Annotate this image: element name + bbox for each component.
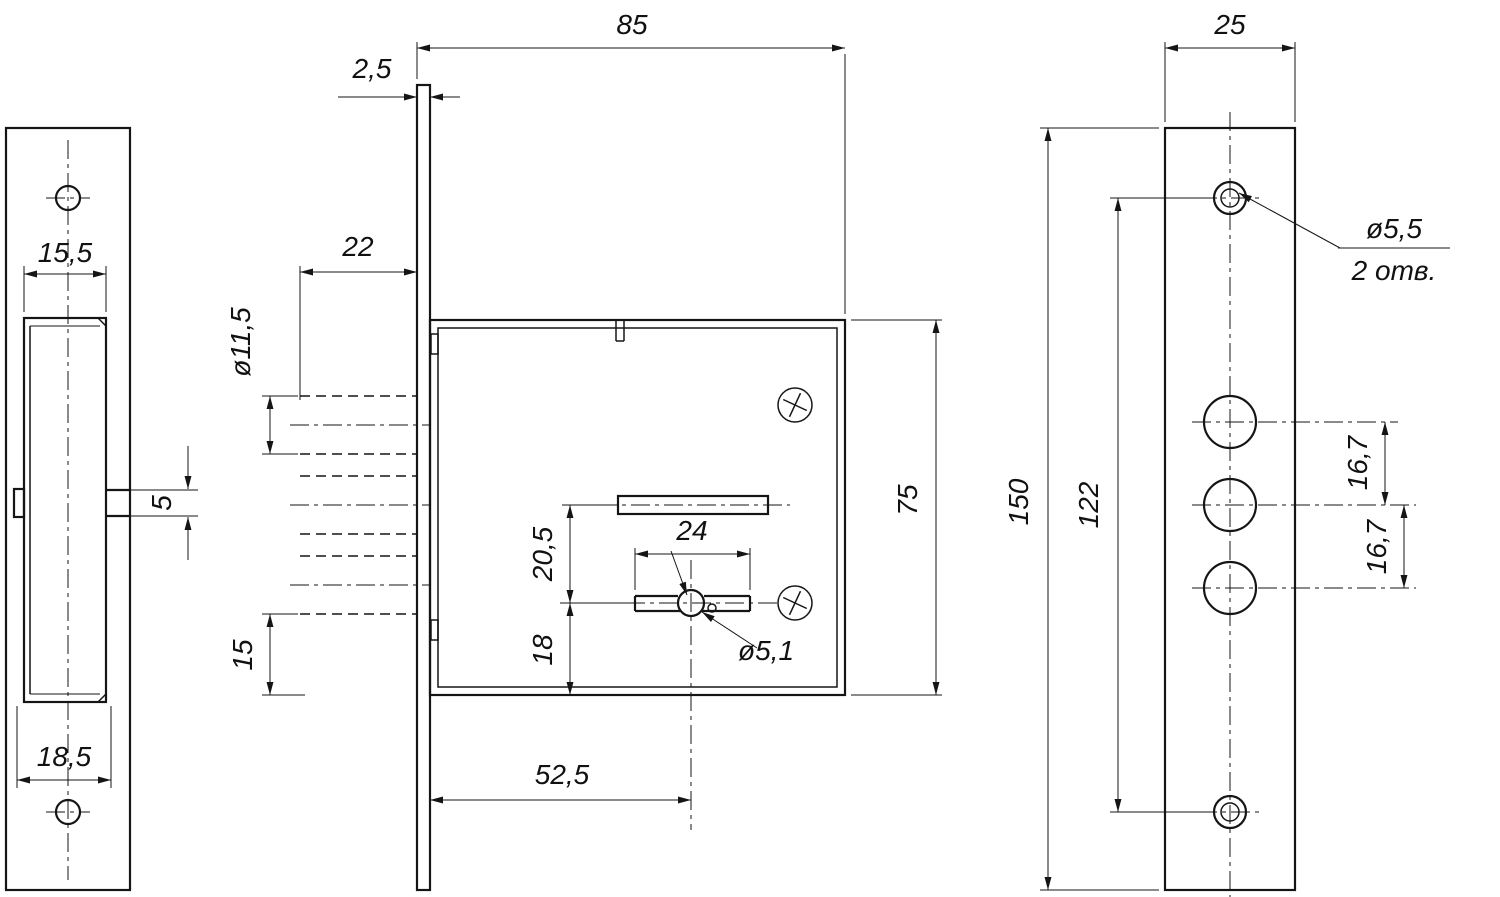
dim-backset: 52,5 — [430, 759, 691, 804]
keyhole-pointer — [670, 550, 688, 596]
view-strike-box: 15,5 18,5 5 — [4, 126, 198, 892]
faceplate-bolt-holes — [1192, 394, 1416, 616]
strike-pocket — [12, 316, 130, 704]
lock-cover-outline — [437, 327, 838, 688]
dim-label-24: 24 — [675, 515, 707, 546]
dim-faceplate-height: 150 — [1003, 127, 1159, 891]
dim-body-height: 75 — [851, 319, 942, 696]
dim-key-hole-diameter: ø5,1 — [701, 611, 794, 666]
dim-label-2-otv: 2 отв. — [1351, 255, 1437, 286]
body-top-notch — [615, 320, 625, 342]
lock-faceplate-edge — [415, 83, 432, 892]
dim-body-width: 85 — [416, 9, 846, 314]
dim-label-5: 5 — [146, 495, 177, 511]
dim-label-15-5: 15,5 — [38, 237, 93, 268]
dim-label-22: 22 — [341, 231, 374, 262]
dim-label-18-5: 18,5 — [37, 741, 92, 772]
dim-label-25: 25 — [1213, 9, 1246, 40]
dim-keyway-offset: 20,5 — [527, 504, 630, 604]
keyhole-circle — [676, 588, 706, 618]
view-faceplate: 25 150 122 16,7 16,7 ø5,5 — [1003, 9, 1450, 897]
dim-label-18: 18 — [527, 634, 558, 666]
body-clip-top — [430, 333, 439, 355]
screw-bottom — [777, 585, 813, 621]
strike-tab — [12, 487, 26, 519]
dim-faceplate-thickness: 2,5 — [338, 53, 460, 101]
dim-key-bottom-offset: 18 — [527, 603, 574, 695]
dim-strike-tab: 5 — [130, 446, 198, 560]
dim-bolt-spacing-lower: 16,7 — [1361, 505, 1408, 588]
dim-bolt-diameter: ø11,5 — [225, 307, 298, 455]
dim-keyway-width: 24 — [634, 515, 751, 596]
bolts-hidden — [290, 395, 430, 615]
dim-bolt-spacing-upper: 16,7 — [1342, 422, 1389, 505]
dim-label-5-5: ø5,5 — [1366, 213, 1422, 244]
strike-plate-outline — [4, 126, 132, 892]
body-clip-bottom — [430, 619, 439, 641]
dim-label-16-7-upper: 16,7 — [1342, 434, 1373, 490]
dim-label-20-5: 20,5 — [527, 526, 558, 582]
dim-label-11-5: ø11,5 — [225, 307, 256, 377]
dim-strike-width-top: 15,5 — [23, 237, 107, 312]
dim-bolt-throw: 22 — [299, 231, 417, 400]
dim-screw-hole-callout: ø5,5 2 отв. — [1238, 192, 1450, 286]
dim-screw-spacing: 122 — [1073, 197, 1208, 813]
dim-label-85: 85 — [616, 9, 648, 40]
dim-strike-width-bottom: 18,5 — [16, 706, 112, 788]
dim-label-2-5: 2,5 — [352, 53, 392, 84]
faceplate-bottom-hole — [1198, 794, 1262, 830]
dim-label-150: 150 — [1003, 478, 1034, 525]
dim-label-52-5: 52,5 — [535, 759, 590, 790]
view-lock-body: 85 2,5 22 ø11,5 15 — [225, 9, 942, 892]
dim-label-15: 15 — [227, 639, 258, 671]
dim-label-16-7-lower: 16,7 — [1361, 518, 1392, 574]
screw-top — [777, 387, 813, 423]
dim-faceplate-width: 25 — [1164, 9, 1296, 122]
keyhole — [560, 560, 780, 830]
lock-body-outline — [428, 318, 847, 697]
dim-label-75: 75 — [892, 484, 923, 516]
dim-bolt-bottom-offset: 15 — [227, 613, 305, 696]
dim-label-5-1: ø5,1 — [738, 635, 794, 666]
dim-label-122: 122 — [1073, 481, 1104, 528]
